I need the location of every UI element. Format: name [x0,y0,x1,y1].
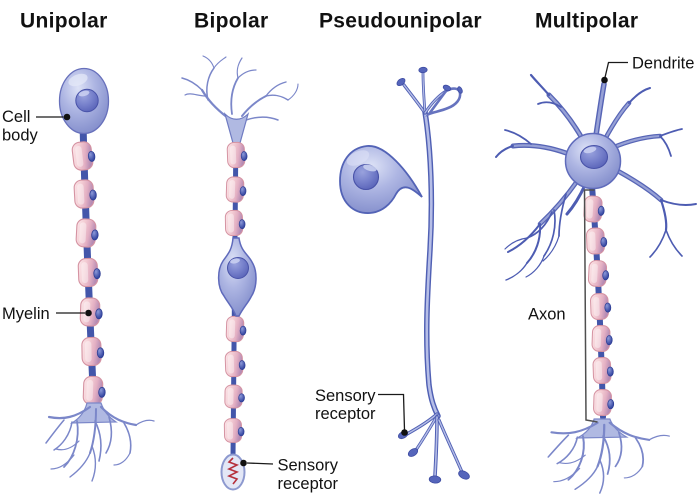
myelin-segment [77,257,102,288]
svg-text:Axon: Axon [528,306,566,324]
unipolar-axon-terminals [44,401,156,483]
nucleus-highlight [363,164,377,172]
myelin-segment [585,227,608,255]
nucleus-highlight [583,146,597,154]
dendrite-label: Dendrite [601,55,694,84]
dendrite-leader-line [604,61,628,78]
cell-body-highlight [68,73,88,87]
bipolar-receptor-leader-line [246,462,274,465]
column-title-bipolar: Bipolar [194,10,268,33]
bipolar-neuron [181,55,299,491]
myelin-segment [589,292,612,321]
bipolar-dendrite-funnel [223,111,250,144]
myelin-segment [587,259,610,288]
myelin-segment [591,324,614,353]
nucleus-highlight [230,258,240,264]
sensory-receptor-label-bipolar: Sensory receptor [240,457,339,493]
column-title-unipolar: Unipolar [20,10,108,33]
column-title-multipolar: Multipolar [535,10,638,33]
myelin-segment [226,141,248,169]
nucleus-highlight [78,90,90,97]
annotations: Cell body Myelin Sensory receptor Sensor… [2,55,694,494]
bipolar-sensory-receptor [220,453,246,491]
myelin-leader-dot [85,309,92,317]
axon-bracket [583,189,598,423]
pseudounipolar-receptor-leader-line [378,393,406,431]
myelin-segment [225,176,247,203]
multipolar-axon-terminals [547,417,671,494]
myelin-segment [583,195,606,223]
svg-text:Dendrite: Dendrite [632,55,694,73]
myelin-segment [224,209,246,237]
sensory-receptor-label-pseudounipolar: Sensory receptor [315,387,408,436]
bipolar-dendrites [181,55,299,144]
multipolar-neuron [495,73,697,494]
dendrite-leader-dot [601,76,608,84]
svg-text:Myelin: Myelin [2,305,50,323]
pseudounipolar-receptor-endings [397,412,470,484]
myelin-segment [224,384,246,409]
myelin-label: Myelin [2,305,92,323]
cell-body-label-line2: body [2,127,39,145]
pseudounipolar-peripheral-branches [396,66,463,117]
bipolar-receptor-leader-dot [240,459,247,467]
myelin-segment [81,336,105,367]
pseudounipolar-neuron [339,66,470,484]
myelin-segment [223,417,245,444]
svg-text:receptor: receptor [315,405,376,423]
receptor-zigzag [227,457,239,485]
unipolar-neuron [44,67,156,483]
myelin-segment [70,140,97,172]
myelin-segment [82,375,107,406]
cell-body-label-line1: Cell [2,108,30,126]
column-title-pseudounipolar: Pseudounipolar [319,10,482,33]
cell-body-label: Cell body [2,108,71,145]
cell-body-highlight [346,150,370,166]
myelin-segment [225,315,247,343]
svg-text:Sensory: Sensory [278,457,339,475]
myelin-segment [224,350,246,378]
axon-label: Axon [528,189,598,423]
myelin-segment [73,178,98,210]
pseudounipolar-receptor-leader-dot [401,429,408,436]
svg-text:Sensory: Sensory [315,387,376,405]
myelin-segment [75,217,100,249]
cell-body-leader-dot [63,113,71,121]
branch-loop [425,87,462,117]
myelin-segment [592,356,615,385]
svg-text:receptor: receptor [278,475,339,493]
myelin-segment [592,388,615,417]
